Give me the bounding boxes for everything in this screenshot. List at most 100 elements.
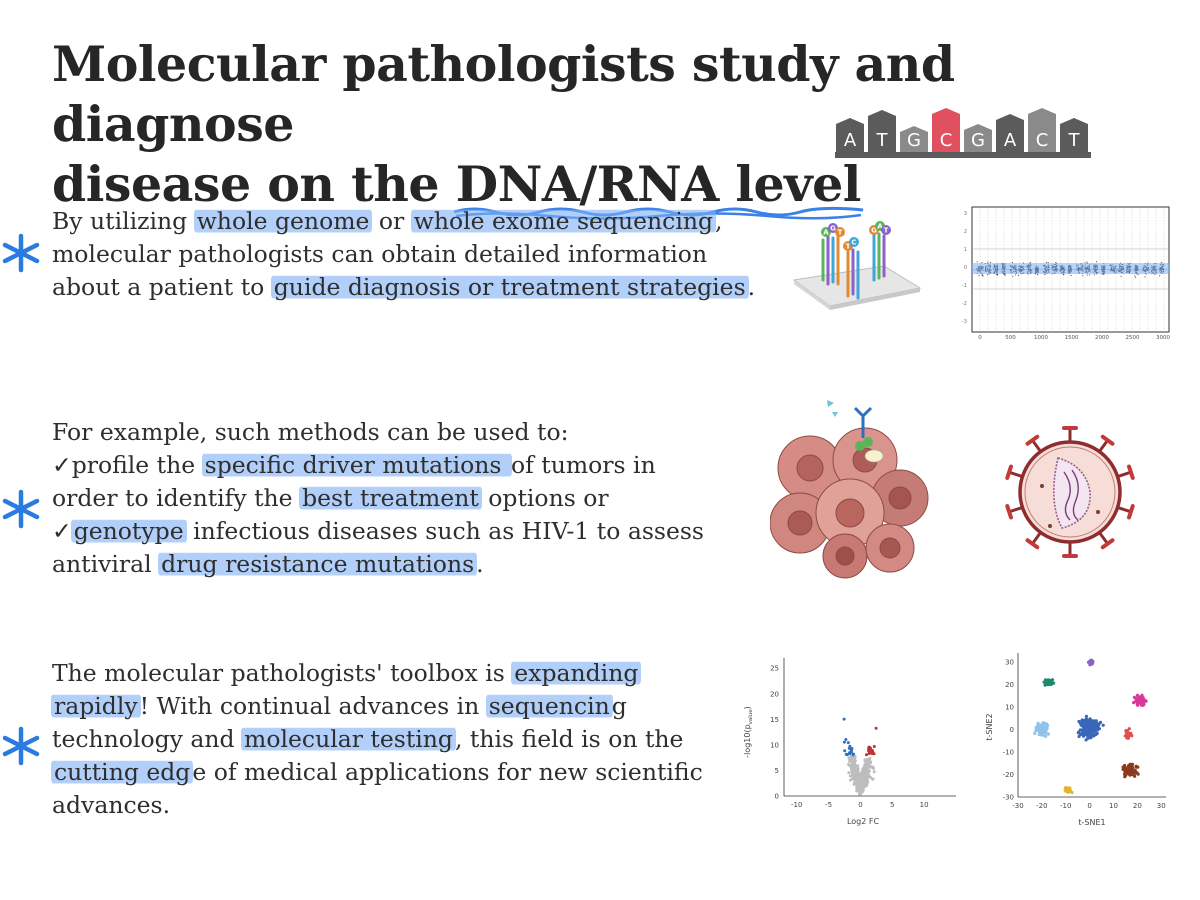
virus-spike-head — [1100, 538, 1115, 550]
tsne-point — [1049, 682, 1053, 686]
tsne-point — [1090, 733, 1095, 737]
text-line: cutting edge of medical applications for… — [51, 756, 703, 789]
volcano-y-tick: 15 — [770, 716, 779, 724]
tsne-point — [1123, 763, 1127, 768]
volcano-point — [850, 759, 854, 763]
tsne-x-tick: 20 — [1133, 802, 1142, 810]
tsne-point — [1044, 734, 1048, 738]
tsne-point — [1132, 695, 1136, 699]
genome-y-tick: -1 — [962, 283, 967, 289]
dna-base-letter: C — [940, 130, 953, 151]
genome-x-tick: 2000 — [1095, 335, 1109, 341]
volcano-point — [869, 760, 873, 764]
tsne-point — [1068, 788, 1072, 792]
genome-point — [1144, 276, 1146, 278]
genome-point — [1044, 273, 1046, 276]
tsne-point — [1077, 734, 1081, 739]
tsne-x-tick: 30 — [1157, 802, 1166, 810]
tsne-x-tick: -20 — [1036, 802, 1047, 810]
volcano-point — [862, 779, 866, 782]
svg-text:G: G — [830, 225, 836, 233]
svg-text:A: A — [823, 229, 829, 237]
highlight-best-treatment: best treatment — [299, 484, 482, 512]
text-span: . — [476, 550, 484, 578]
volcano-point — [853, 754, 857, 758]
flow-cell-illustration: A G T T C G A T — [792, 221, 922, 310]
dna-strip-baseline — [835, 152, 1091, 158]
text-line: order to identify the best treatment opt… — [52, 482, 704, 515]
tsne-point — [1096, 728, 1100, 732]
volcano-y-tick: 5 — [775, 767, 779, 775]
virus-spike — [1008, 470, 1023, 478]
text-span: e of medical applications for new scient… — [192, 758, 703, 786]
tsne-point — [1047, 679, 1051, 683]
virus-spike — [1117, 506, 1132, 514]
genome-point — [1046, 262, 1048, 264]
volcano-point — [853, 758, 857, 762]
dna-base-block — [932, 108, 960, 152]
genome-point — [1082, 275, 1084, 277]
text-span: or — [371, 207, 412, 235]
tsne-point — [1037, 723, 1041, 727]
volcano-x-axis-label: Log2 FC — [847, 817, 880, 826]
volcano-point — [855, 773, 858, 776]
genome-x-tick: 1000 — [1034, 335, 1048, 341]
text-span: ✓ — [52, 517, 72, 545]
virus-spike — [1031, 439, 1042, 453]
highlight-expanding: expanding — [511, 659, 642, 687]
volcano-point — [859, 786, 862, 790]
genome-y-tick: 1 — [964, 247, 967, 253]
tsne-y-axis-label: t-SNE2 — [985, 713, 994, 740]
volcano-point — [862, 765, 866, 769]
tsne-point — [1128, 770, 1132, 775]
dna-base-block — [996, 114, 1024, 152]
tsne-point — [1130, 767, 1134, 771]
tsne-point — [1078, 720, 1082, 724]
highlight-drug-resistance: drug resistance mutations — [158, 550, 478, 578]
text-line: rapidly! With continual advances in sequ… — [51, 690, 703, 723]
volcano-point — [843, 749, 847, 753]
asterisk-icon — [2, 726, 40, 766]
genome-point — [1137, 273, 1139, 276]
virus-spike — [1117, 470, 1132, 478]
volcano-point — [842, 717, 846, 721]
volcano-point — [871, 749, 875, 753]
volcano-x-tick: 5 — [890, 801, 894, 809]
tsne-point — [1139, 697, 1143, 701]
tsne-point — [1126, 766, 1130, 770]
volcano-point — [854, 769, 858, 773]
tsne-point — [1094, 731, 1098, 735]
text-span: order to identify the — [52, 484, 301, 512]
volcano-point — [855, 776, 859, 780]
genome-point — [1135, 276, 1137, 278]
volcano-point — [865, 784, 869, 787]
dna-base-letter: C — [1036, 130, 1049, 151]
genome-point — [1086, 261, 1088, 263]
highlight-guide-diagnosis: guide diagnosis or treatment strategies — [270, 273, 749, 301]
tsne-point — [1033, 731, 1037, 735]
genome-point — [1017, 274, 1020, 276]
genome-x-tick: 3000 — [1156, 335, 1170, 341]
genome-point — [987, 261, 989, 263]
highlight-whole-genome: whole genome — [193, 207, 373, 235]
tsne-point — [1080, 718, 1084, 722]
volcano-point — [847, 756, 851, 760]
text-span: options or — [480, 484, 609, 512]
tsne-point — [1101, 723, 1105, 727]
tsne-point — [1037, 730, 1042, 734]
asterisk-icon — [2, 233, 40, 273]
volcano-y-tick: 25 — [770, 665, 779, 673]
genome-point — [976, 261, 978, 263]
virus-spike-head — [1127, 464, 1135, 480]
virus-spike — [1098, 531, 1109, 545]
text-span: . — [747, 273, 756, 301]
volcano-y-tick: 0 — [775, 793, 779, 801]
volcano-point — [854, 764, 858, 768]
svg-text:G: G — [871, 227, 877, 235]
volcano-point — [846, 741, 850, 745]
tsne-point — [1044, 722, 1048, 726]
volcano-point — [862, 784, 866, 788]
tsne-x-tick: -10 — [1060, 802, 1071, 810]
genome-point — [1134, 275, 1136, 277]
